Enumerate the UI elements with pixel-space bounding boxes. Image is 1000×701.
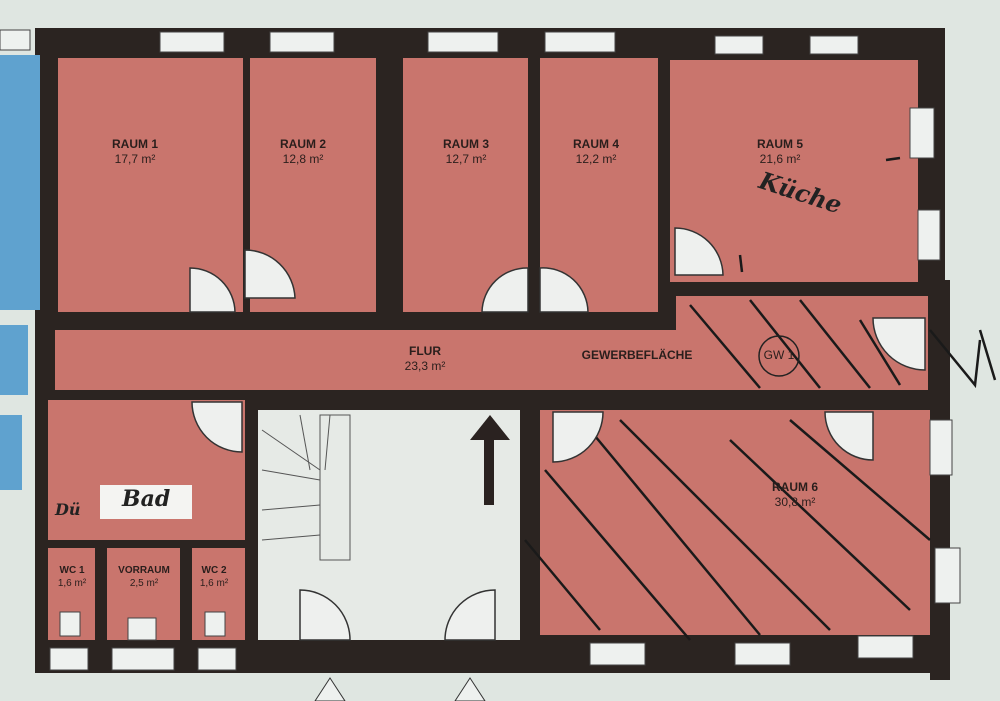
zone-tag: GW 1 <box>763 348 795 362</box>
room-area: 12,2 m² <box>575 152 617 166</box>
stair-step <box>299 414 311 471</box>
stair-step <box>261 504 321 511</box>
room-area: 23,3 m² <box>404 359 446 373</box>
room-name: RAUM 6 <box>771 480 819 494</box>
arrow-icon <box>470 415 510 505</box>
room-area: 21,6 m² <box>759 152 801 166</box>
handwritten-shower: Dü <box>55 500 81 519</box>
neighbor-area <box>0 55 40 310</box>
room-area: 30,8 m² <box>774 495 816 509</box>
wc-1-label: WC 1 1,6 m² <box>58 564 86 590</box>
entrance-marker <box>454 677 486 701</box>
zone-label: GEWERBEFLÄCHE <box>581 348 693 362</box>
vestibule-label: VORRAUM 2,5 m² <box>118 564 170 590</box>
room-1 <box>58 58 243 312</box>
stair-step <box>261 429 321 471</box>
label-sticker <box>100 485 192 519</box>
room-name: RAUM 1 <box>111 137 159 151</box>
room-name: RAUM 4 <box>572 137 620 151</box>
handwritten-bath: Bad <box>122 486 171 512</box>
windows <box>0 29 961 671</box>
room-area: 1,6 m² <box>57 578 87 589</box>
room-name: VORRAUM <box>118 565 170 576</box>
room-3 <box>403 58 528 312</box>
stair-step <box>261 469 321 481</box>
room-name: WC 2 <box>201 565 227 576</box>
room-name: RAUM 2 <box>279 137 327 151</box>
room-area: 12,7 m² <box>445 152 487 166</box>
room-area: 12,8 m² <box>282 152 324 166</box>
room-name: RAUM 5 <box>756 137 804 151</box>
neighbor-area <box>0 325 28 395</box>
room-name: FLUR <box>409 344 441 358</box>
neighbor-area <box>0 415 22 490</box>
stair-well <box>319 414 351 561</box>
room-name: RAUM 3 <box>442 137 490 151</box>
zone-tag-circle <box>758 335 800 377</box>
stair-step <box>261 534 321 541</box>
room-area: 1,6 m² <box>199 578 229 589</box>
hatch-marks <box>524 156 997 641</box>
room-area: 17,7 m² <box>114 152 156 166</box>
room-name: WC 1 <box>59 565 85 576</box>
door-swings <box>189 227 926 641</box>
stair-step <box>324 414 331 471</box>
wc-2-label: WC 2 1,6 m² <box>200 564 228 590</box>
room-area: 2,5 m² <box>129 578 159 589</box>
entrance-marker <box>314 677 346 701</box>
room-4 <box>540 58 658 312</box>
